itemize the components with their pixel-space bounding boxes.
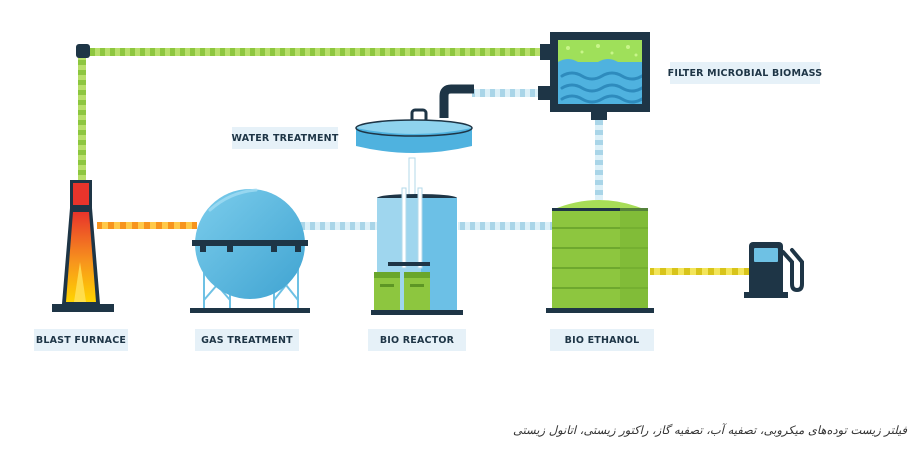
pipe-fire — [97, 222, 197, 229]
bio-reactor-tank-icon — [371, 187, 463, 315]
label-bio-reactor: BIO REACTOR — [368, 329, 466, 351]
water-treatment-basin-icon — [355, 108, 473, 153]
pipe-gas-sphere-to-reactor — [300, 222, 378, 230]
label-bio-ethanol: BIO ETHANOL — [550, 329, 654, 351]
pipe-basin-to-filter — [439, 84, 550, 118]
label-gas-treatment: GAS TREATMENT — [195, 329, 299, 351]
label-filter-microbial-biomass: FILTER MICROBIAL BIOMASS — [668, 62, 822, 84]
figure-caption: فیلتر زیست توده‌های میکروبی، تصفیه آب، ت… — [512, 423, 907, 437]
gas-sphere-icon — [190, 188, 310, 313]
blast-furnace-icon — [52, 180, 114, 312]
pipe-basin-to-reactor — [408, 157, 416, 197]
bio-ethanol-tank-icon — [546, 200, 654, 313]
pipe-green-top — [76, 44, 550, 180]
fuel-pump-icon — [744, 242, 804, 298]
filter-tank-icon — [550, 32, 650, 112]
pipe-gas-reactor-to-ethanol — [458, 222, 552, 230]
label-blast-furnace: BLAST FURNACE — [34, 329, 128, 351]
pipe-filter-to-ethanol — [591, 112, 607, 200]
pipe-fuel — [650, 268, 750, 275]
label-water-treatment: WATER TREATMENT — [232, 127, 338, 149]
